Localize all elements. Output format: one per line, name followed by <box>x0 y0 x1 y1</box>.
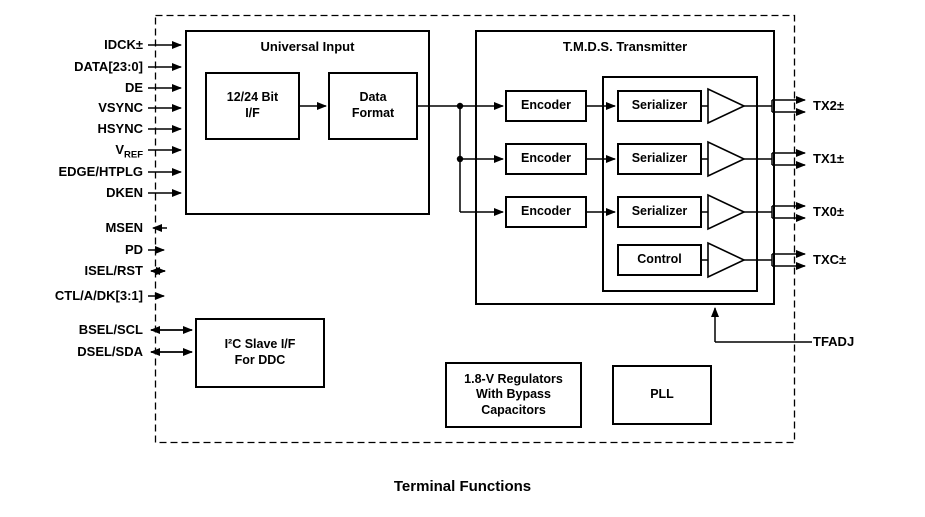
pll-block: PLL <box>612 365 712 425</box>
serializer-block-1: Serializer <box>617 90 702 122</box>
tmds-transmitter-title: T.M.D.S. Transmitter <box>562 39 688 54</box>
pin-label-tx2: TX2± <box>813 98 844 113</box>
universal-input-title: Universal Input <box>260 39 355 54</box>
regulator-label-line1: 1.8-V Regulators <box>464 371 563 386</box>
control-block: Control <box>617 244 702 276</box>
encoder-label-2: Encoder <box>520 151 571 166</box>
pin-label-data23-0: DATA[23:0] <box>74 59 143 74</box>
tfadj-connection <box>711 307 812 343</box>
if-1224-label-line2: I/F <box>245 106 260 120</box>
pin-label-vsync: VSYNC <box>98 100 143 115</box>
pin-label-msen: MSEN <box>105 220 143 235</box>
pin-label-tx0: TX0± <box>813 204 844 219</box>
pin-label-tfadj: TFADJ <box>813 334 855 349</box>
data-format-label-line1: Data <box>359 90 387 105</box>
regulator-label-line3: Capacitors <box>481 402 546 417</box>
pin-label-ctl-a-dk: CTL/A/DK[3:1] <box>54 288 143 303</box>
serializer-label-3: Serializer <box>631 204 688 219</box>
junction-dot <box>456 102 464 110</box>
serializer-block-2: Serializer <box>617 143 702 175</box>
pll-label: PLL <box>650 387 674 402</box>
pin-label-tx1: TX1± <box>813 151 844 166</box>
junction-dot <box>456 155 464 163</box>
encoder-block-1: Encoder <box>505 90 587 122</box>
encoder-label-3: Encoder <box>520 204 571 219</box>
control-label: Control <box>637 252 682 267</box>
pin-label-dken: DKEN <box>106 185 143 200</box>
pin-label-edge-htplg: EDGE/HTPLG <box>58 164 143 179</box>
i2c-slave-block: I²C Slave I/F For DDC <box>195 318 325 388</box>
pin-label-pd: PD <box>124 242 143 257</box>
pin-label-txc: TXC± <box>813 252 847 267</box>
diagram-caption: Terminal Functions <box>393 478 532 495</box>
pin-label-vref-sub: REF <box>124 149 143 161</box>
pin-label-vref: VREF <box>0 141 143 161</box>
data-format-label-line2: Format <box>351 106 395 120</box>
if-1224-block: 12/24 Bit I/F <box>205 72 300 140</box>
regulator-block: 1.8-V Regulators With Bypass Capacitors <box>445 362 582 428</box>
pin-label-isel-rst: ISEL/RST <box>84 263 143 278</box>
i2c-label-line2: For DDC <box>234 353 286 367</box>
pin-label-dsel-sda: DSEL/SDA <box>77 344 143 359</box>
regulator-label-line2: With Bypass <box>476 387 551 402</box>
encoder-block-3: Encoder <box>505 196 587 228</box>
pin-label-bsel-scl: BSEL/SCL <box>78 322 143 337</box>
serializer-label-1: Serializer <box>631 98 688 113</box>
encoder-label-1: Encoder <box>520 98 571 113</box>
encoder-block-2: Encoder <box>505 143 587 175</box>
serializer-block-3: Serializer <box>617 196 702 228</box>
pin-label-hsync: HSYNC <box>97 121 143 136</box>
i2c-label-line1: I²C Slave I/F <box>224 337 296 352</box>
data-format-block: Data Format <box>328 72 418 140</box>
serializer-label-2: Serializer <box>631 151 688 166</box>
pin-label-idck: IDCK± <box>104 37 143 52</box>
if-1224-label-line1: 12/24 Bit <box>226 90 279 105</box>
pin-label-vref-base: V <box>115 142 124 157</box>
pin-label-de: DE <box>124 80 143 95</box>
